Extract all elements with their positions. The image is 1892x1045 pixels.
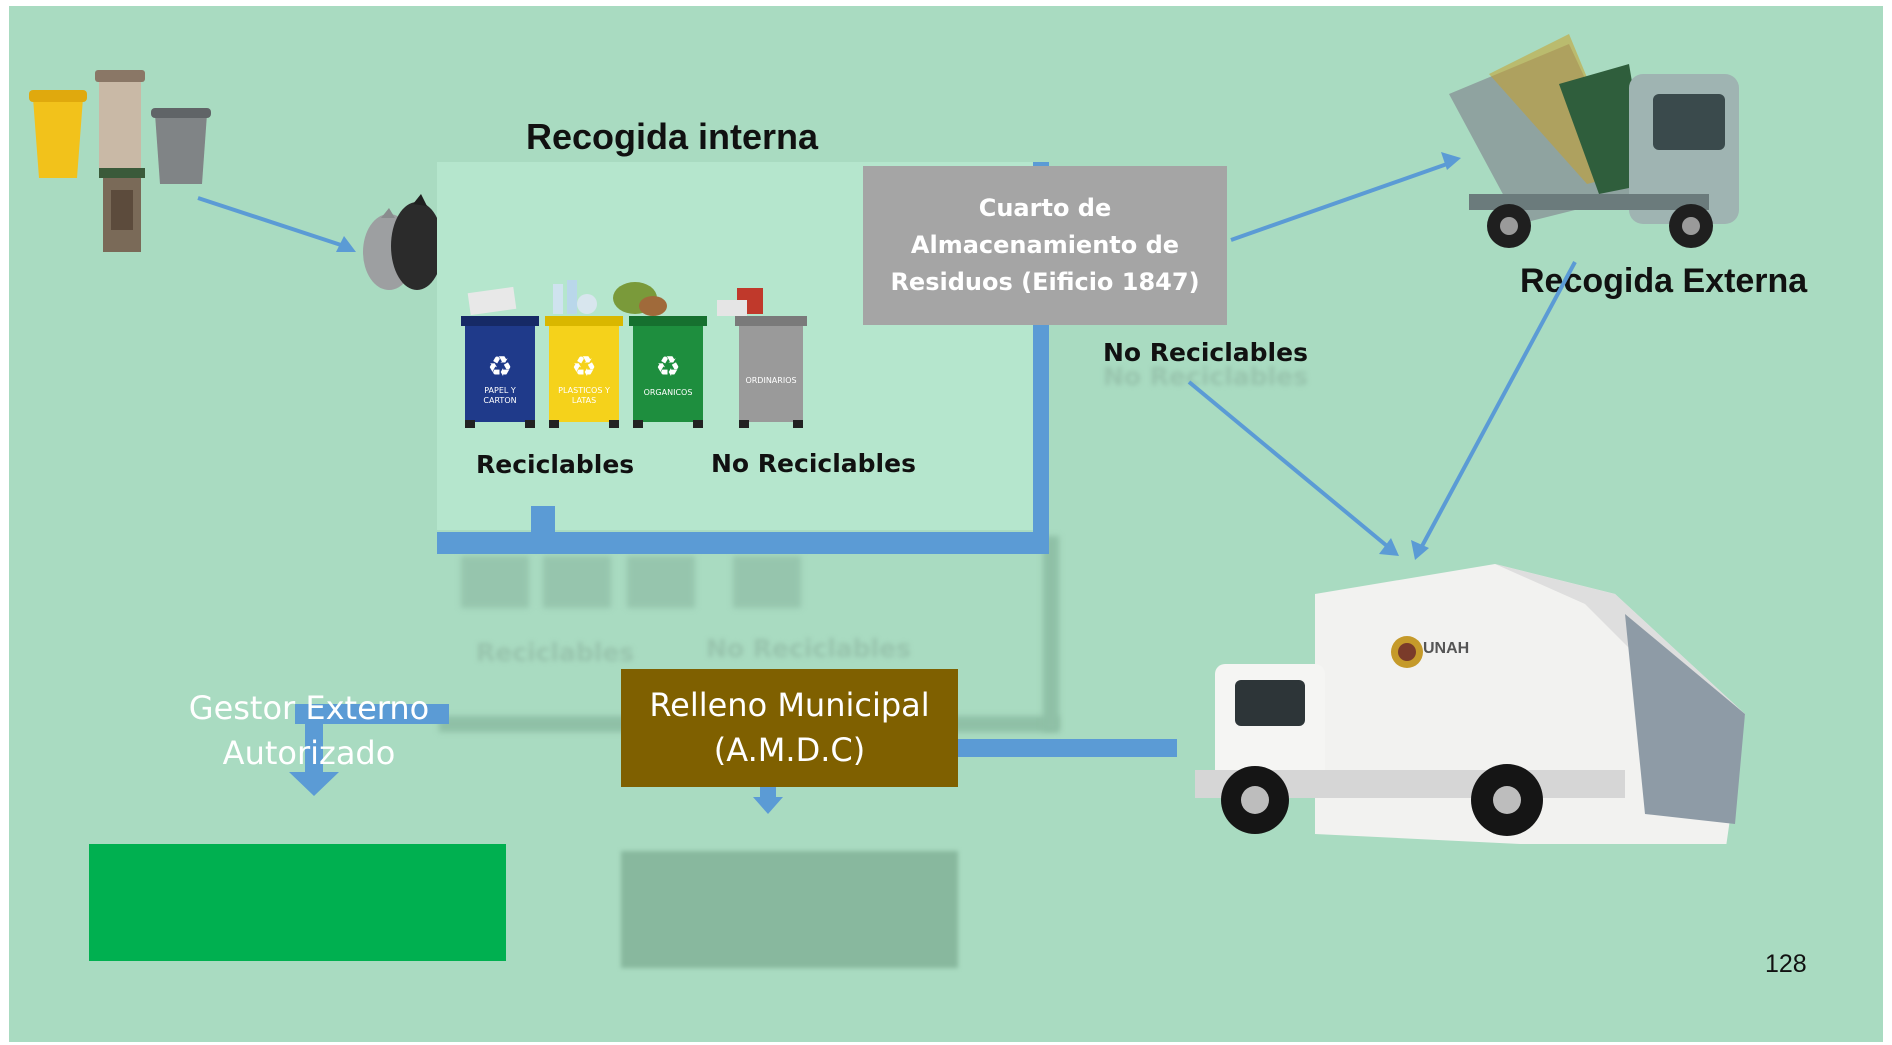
gestor-line-2: Autorizado	[222, 734, 396, 772]
label-storage-non-recyclables: No Reciclables	[1103, 338, 1308, 367]
arrow-storage-to-small-truck	[1230, 152, 1461, 242]
bin-label-organic: ORGANICOS	[643, 388, 693, 397]
storage-line-2: Almacenamiento de	[910, 231, 1180, 259]
reflection-storage-non-recyclables: No Reciclables	[1103, 362, 1308, 391]
truck-logo-text: UNAH	[1423, 640, 1470, 657]
page-number: 128	[1765, 950, 1807, 978]
municipal-landfill-box: Relleno Municipal (A.M.D.C)	[621, 669, 958, 787]
storage-room-box: Cuarto de Almacenamiento de Residuos (Ei…	[863, 166, 1227, 325]
gestor-line-1: Gestor Externo	[188, 689, 430, 727]
internal-collection-title: Recogida interna	[526, 116, 819, 157]
storage-line-1: Cuarto de	[978, 194, 1112, 222]
garbage-truck-icon	[1195, 564, 1745, 844]
garbage-bags-icon	[363, 194, 441, 290]
svg-text:♻: ♻	[655, 350, 680, 383]
bin-label-paper: PAPEL Y CARTON	[483, 386, 517, 405]
authorized-external-manager-label: Gestor Externo Autorizado	[169, 686, 449, 776]
bins-reflection	[461, 556, 801, 618]
external-collection-title: Recogida Externa	[1520, 262, 1808, 300]
connector-truck-to-landfill	[958, 739, 1177, 757]
landfill-line-1: Relleno Municipal	[649, 686, 930, 724]
bin-label-plastic: PLASTICOS Y LATAS	[558, 386, 610, 405]
arrow-cans-to-bags	[197, 196, 356, 252]
arrow-small-truck-to-garbage-truck	[1411, 261, 1577, 560]
panel-stub	[531, 506, 555, 536]
reflection-non-recyclables: No Reciclables	[706, 634, 911, 663]
external-manager-box	[89, 844, 506, 961]
slide: Reciclables No Reciclables No Reciclable…	[9, 6, 1883, 1042]
arrow-non-recyclables-to-garbage-truck	[1187, 380, 1399, 556]
storage-line-3: Residuos (Eificio 1847)	[890, 268, 1200, 296]
arrow-gestor-down	[289, 704, 449, 796]
svg-text:♻: ♻	[571, 350, 596, 383]
small-truck-icon	[1449, 34, 1739, 248]
arrows-layer	[289, 152, 1577, 814]
trash-cans-icon	[29, 70, 211, 252]
arrow-landfill-down	[753, 785, 783, 814]
bin-label-ordinary: ORDINARIOS	[745, 376, 797, 385]
landfill-destination-box	[621, 851, 958, 968]
label-non-recyclables: No Reciclables	[711, 449, 916, 478]
landfill-line-2: (A.M.D.C)	[713, 731, 866, 769]
svg-text:♻: ♻	[487, 350, 512, 383]
label-recyclables: Reciclables	[476, 450, 635, 479]
panel-bottom-bar	[437, 532, 1049, 554]
panel-reflection-side	[1043, 536, 1059, 731]
recycling-bins-icon: ♻ ♻ ♻	[461, 280, 807, 428]
reflection-recyclables: Reciclables	[476, 638, 635, 667]
